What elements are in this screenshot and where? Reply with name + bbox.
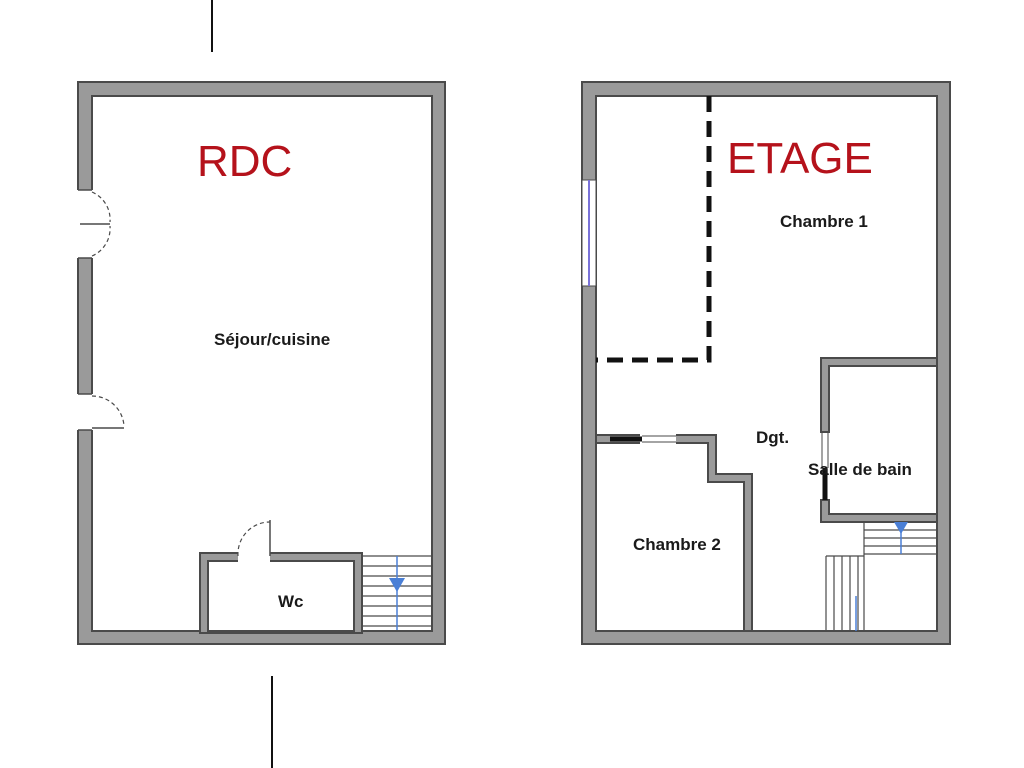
side-door-gap <box>76 394 94 430</box>
room-label-sejour: Séjour/cuisine <box>214 330 330 349</box>
sloped-ceiling-outline <box>596 96 712 363</box>
room-label-chambre2: Chambre 2 <box>633 535 721 554</box>
stairs-icon <box>362 555 432 630</box>
door-swing-icon <box>237 520 271 557</box>
ground-main-room <box>91 95 433 632</box>
salle-de-bain-wall <box>820 357 938 433</box>
room-label-chambre1: Chambre 1 <box>780 212 868 231</box>
ground-floor-plan: RDC Séjour/cuisine Wc <box>76 81 446 645</box>
wc-room <box>207 560 355 632</box>
stair-direction-arrow-icon <box>894 522 908 534</box>
stairs-icon <box>825 521 937 631</box>
door-swing-icon <box>91 395 125 429</box>
window-icon <box>581 179 597 287</box>
stair-direction-arrow-icon <box>389 578 405 592</box>
upper-floor-plan: ETAGE Chambre 1 Dgt. Salle de bain Chamb… <box>581 81 951 645</box>
upper-floor-title: ETAGE <box>727 134 873 183</box>
room-label-dgt: Dgt. <box>756 428 789 447</box>
door-swing-icon <box>80 191 111 257</box>
room-label-salle-de-bain: Salle de bain <box>808 460 912 479</box>
room-label-wc: Wc <box>278 592 304 611</box>
ground-floor-title: RDC <box>197 137 292 186</box>
